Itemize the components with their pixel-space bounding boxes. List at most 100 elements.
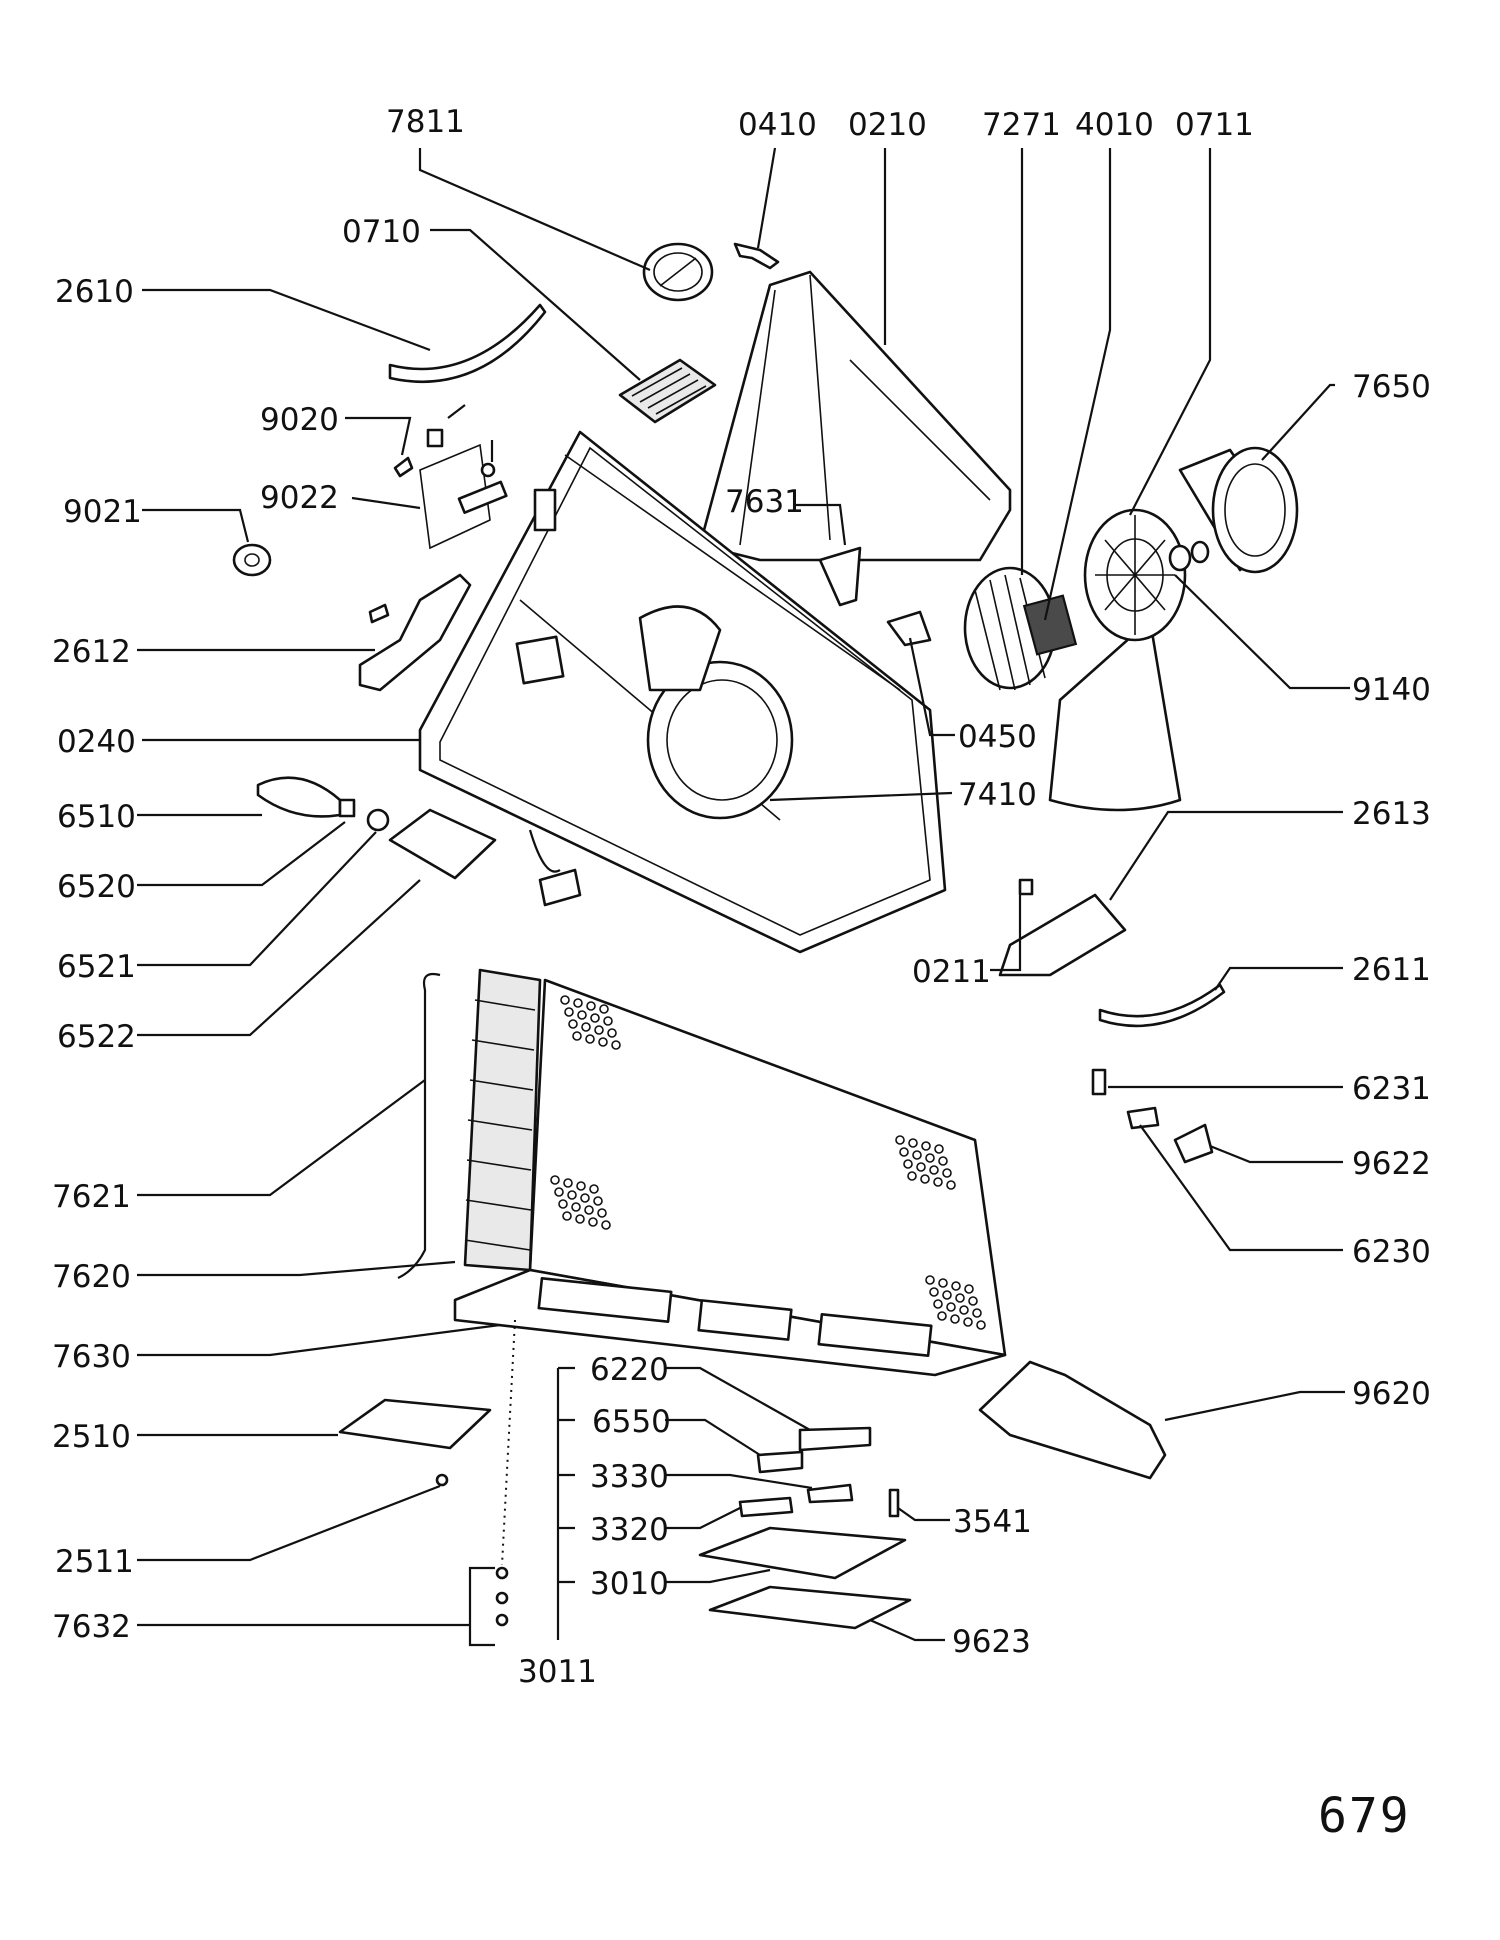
label-0450: 0450 — [958, 719, 1037, 755]
power-cord — [528, 829, 582, 907]
vent-hole — [558, 1199, 568, 1209]
label-2511: 2511 — [55, 1544, 134, 1580]
vent-hole — [581, 1022, 591, 1032]
vent-hole — [925, 1153, 935, 1163]
label-7410: 7410 — [958, 777, 1037, 813]
vent-hole — [573, 998, 583, 1008]
part-2612-clip — [368, 603, 390, 624]
part-3320-switch — [738, 1496, 794, 1518]
part-3541-pin — [888, 1488, 900, 1518]
vent-hole — [594, 1025, 604, 1035]
label-9623: 9623 — [952, 1624, 1031, 1660]
vent-hole — [575, 1214, 585, 1224]
label-6220: 6220 — [590, 1352, 669, 1388]
vent-hole — [607, 1028, 617, 1038]
vent-hole — [899, 1147, 909, 1157]
vent-hole — [938, 1278, 948, 1288]
part-2613-bracket — [998, 893, 1127, 977]
vent-hole — [929, 1165, 939, 1175]
part-3330-switch — [806, 1483, 854, 1504]
part-2510-lamp-glass — [338, 1398, 492, 1450]
vent-hole — [942, 1290, 952, 1300]
label-7271: 7271 — [982, 107, 1061, 143]
label-0210: 0210 — [848, 107, 927, 143]
label-7811: 7811 — [386, 104, 465, 140]
vent-hole — [590, 1013, 600, 1023]
part-7271-motor — [963, 566, 1078, 691]
part-9020-hardware — [393, 404, 466, 478]
label-9021: 9021 — [63, 494, 142, 530]
label-6231: 6231 — [1352, 1071, 1431, 1107]
part-2610-strip — [388, 303, 547, 384]
part-labels: 7811 0410 0210 7271 4010 0711 0710 2610 … — [52, 104, 1431, 1844]
vent-hole — [562, 1211, 572, 1221]
vent-hole — [934, 1144, 944, 1154]
part-0710-filter — [618, 358, 717, 424]
vent-hole — [895, 1135, 905, 1145]
vent-hole — [921, 1141, 931, 1151]
label-2611: 2611 — [1352, 952, 1431, 988]
vent-hole — [572, 1031, 582, 1041]
label-3541: 3541 — [953, 1504, 1032, 1540]
part-0450-clip — [886, 610, 932, 647]
part-3010-board — [698, 1526, 907, 1580]
vent-hole — [972, 1308, 982, 1318]
label-6230: 6230 — [1352, 1234, 1431, 1270]
label-6521: 6521 — [57, 949, 136, 985]
vent-hole — [955, 1293, 965, 1303]
vent-hole — [554, 1187, 564, 1197]
vent-hole — [937, 1311, 947, 1321]
part-0211-stop — [1018, 878, 1034, 896]
part-7620-mesh-filter — [463, 968, 542, 1272]
label-7621: 7621 — [52, 1179, 131, 1215]
vent-hole — [938, 1156, 948, 1166]
part-9620-cover — [978, 1360, 1167, 1480]
vent-hole — [951, 1281, 961, 1291]
label-9620: 9620 — [1352, 1376, 1431, 1412]
part-7631-piece — [818, 546, 862, 607]
label-7630: 7630 — [52, 1339, 131, 1375]
vent-hole — [925, 1275, 935, 1285]
part-6220-knob — [798, 1426, 872, 1452]
vent-hole — [929, 1287, 939, 1297]
part-7811-ring — [642, 242, 714, 302]
part-0410-clip — [733, 242, 780, 270]
vent-hole — [933, 1177, 943, 1187]
vent-hole — [584, 1205, 594, 1215]
part-6510-bulb — [256, 776, 356, 818]
vent-hole — [571, 1202, 581, 1212]
label-3010: 3010 — [590, 1566, 669, 1602]
vent-hole — [576, 1181, 586, 1191]
vent-hole — [603, 1016, 613, 1026]
vent-hole — [560, 995, 570, 1005]
part-7632-screws — [495, 1566, 509, 1627]
vent-hole — [580, 1193, 590, 1203]
label-6510: 6510 — [57, 799, 136, 835]
vent-hole — [968, 1296, 978, 1306]
label-9022: 9022 — [260, 480, 339, 516]
part-6231-switch — [1091, 1068, 1107, 1096]
part-9022-bracket — [419, 440, 508, 550]
label-6522: 6522 — [57, 1019, 136, 1055]
vent-hole — [563, 1178, 573, 1188]
part-0240-hood-body — [418, 430, 947, 954]
part-9021-washer — [232, 543, 272, 577]
vent-hole — [959, 1305, 969, 1315]
vent-hole — [933, 1299, 943, 1309]
vent-hole — [564, 1007, 574, 1017]
label-3320: 3320 — [590, 1512, 669, 1548]
vent-hole — [567, 1190, 577, 1200]
part-9140-nut — [1168, 540, 1210, 572]
vent-hole — [599, 1004, 609, 1014]
label-0240: 0240 — [57, 724, 136, 760]
label-0410: 0410 — [738, 107, 817, 143]
label-6520: 6520 — [57, 869, 136, 905]
label-9622: 9622 — [1352, 1146, 1431, 1182]
label-7631: 7631 — [725, 484, 804, 520]
vent-hole — [920, 1174, 930, 1184]
vent-hole — [601, 1220, 611, 1230]
vent-hole — [976, 1320, 986, 1330]
vent-hole — [568, 1019, 578, 1029]
vent-hole — [950, 1314, 960, 1324]
part-7630-lower-body — [453, 978, 1007, 1377]
